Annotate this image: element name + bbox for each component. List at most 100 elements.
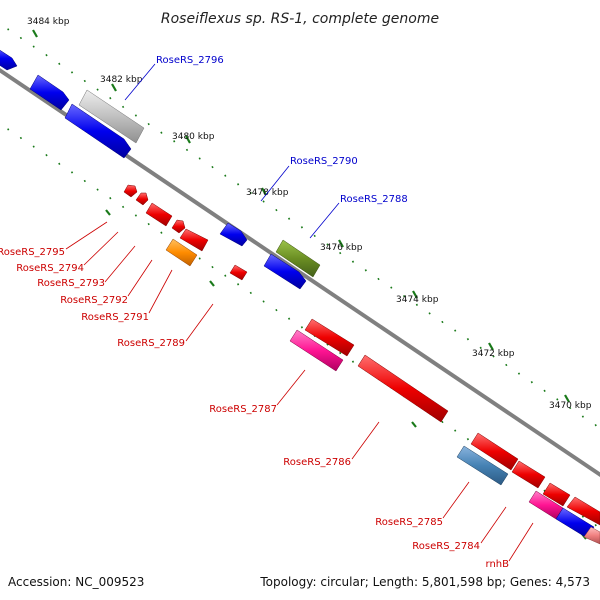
gene-arrow-red[interactable]: [171, 219, 186, 234]
ring-dot: [147, 222, 150, 226]
genes: [0, 47, 600, 545]
tick-3472: 3472 kbp: [472, 342, 515, 359]
gene-arrow[interactable]: [263, 253, 307, 290]
ring-dot: [454, 329, 457, 332]
gene-label[interactable]: RoseRS_2784: [412, 541, 480, 552]
gene-arrow-red[interactable]: [135, 192, 149, 206]
gene-label[interactable]: RoseRS_2795: [0, 247, 65, 258]
ring-dot: [441, 420, 444, 424]
ring-dot: [351, 260, 355, 263]
ring-dot: [287, 217, 291, 220]
ring-dot: [390, 286, 393, 289]
accession-text: Accession: NC_009523: [8, 575, 144, 589]
tick-3480: 3480 kbp: [172, 132, 215, 144]
ring-dot: [275, 208, 278, 212]
gene-arrow-grey[interactable]: [78, 89, 145, 144]
gene-label[interactable]: RoseRS_2791: [81, 312, 149, 323]
gene-arrow-red[interactable]: [145, 202, 173, 227]
ring-dot: [147, 122, 150, 126]
ring-dot: [505, 363, 508, 367]
gene-arrow-salmon[interactable]: [583, 526, 600, 545]
ring-dot: [109, 97, 112, 100]
tick-3476: 3476 kbp: [320, 239, 363, 253]
ring-dot: [109, 197, 112, 200]
gene-arrow-red[interactable]: [566, 496, 600, 526]
ring-dot: [428, 312, 431, 315]
gene-label[interactable]: RoseRS_2790: [290, 156, 358, 167]
gene-arrow-red[interactable]: [229, 264, 248, 281]
ring-dot: [402, 295, 406, 298]
ring-dot: [543, 389, 546, 392]
ring-dot: [339, 251, 342, 255]
tick-label: 3476 kbp: [320, 243, 363, 253]
ring-dot: [339, 351, 342, 355]
gene-arrow-orange[interactable]: [165, 238, 198, 267]
ring-dot: [262, 200, 265, 203]
gene-arrow-steel[interactable]: [456, 445, 509, 486]
ring-dot: [594, 524, 597, 527]
ring-dot: [581, 515, 585, 518]
ring-dot: [466, 338, 470, 341]
gene-label[interactable]: RoseRS_2786: [283, 457, 351, 468]
callout-lines: [65, 63, 534, 562]
gene-arrow-olive[interactable]: [275, 239, 321, 278]
tick-label: 3484 kbp: [27, 17, 70, 27]
tick-3474: 3474 kbp: [396, 290, 439, 305]
tick-3482: 3482 kbp: [100, 75, 143, 92]
ring-dot: [224, 174, 227, 177]
ring-dot: [211, 265, 214, 269]
gene-arrow[interactable]: [219, 222, 248, 247]
gene-arrow[interactable]: [29, 74, 70, 111]
map-title: Roseiflexus sp. RS-1, complete genome: [161, 11, 439, 27]
gene-label[interactable]: RoseRS_2794: [16, 263, 84, 274]
gene-arrow[interactable]: [64, 103, 132, 159]
gene-label[interactable]: RoseRS_2792: [60, 295, 128, 306]
gene-arrow-red[interactable]: [470, 432, 519, 471]
ring-dot: [70, 171, 74, 174]
gene-arrow-red[interactable]: [357, 354, 449, 423]
ring-dot: [58, 162, 61, 165]
ring-dot: [185, 148, 189, 152]
ring-dot: [83, 179, 86, 183]
ring-dot: [492, 355, 495, 358]
ring-dot: [249, 191, 252, 195]
ring-dot: [198, 157, 201, 160]
gene-label[interactable]: RoseRS_2793: [37, 278, 105, 289]
gene-label[interactable]: RoseRS_2789: [117, 338, 185, 349]
gene-label[interactable]: RoseRS_2787: [209, 404, 277, 415]
gene-arrow-red[interactable]: [542, 482, 571, 507]
tick-label: 3474 kbp: [396, 295, 439, 305]
ring-dot: [377, 277, 380, 281]
ring-dot: [121, 105, 125, 109]
gene-arrow-pink[interactable]: [289, 329, 344, 372]
gene-arrow[interactable]: [0, 47, 18, 71]
ring-dot: [32, 145, 35, 148]
ring-dot: [300, 226, 304, 229]
gene-arrow-red[interactable]: [179, 228, 209, 252]
ring-dot: [160, 231, 163, 234]
tick-label: 3470 kbp: [549, 401, 592, 411]
ring-dot: [415, 303, 419, 306]
gene-label[interactable]: rnhB: [486, 559, 510, 570]
gene-arrow-red[interactable]: [511, 460, 546, 489]
ring-dot: [7, 28, 10, 31]
ring-dot: [236, 283, 240, 286]
gene-labels: RoseRS_2796 RoseRS_2790 RoseRS_2788 Rose…: [0, 55, 509, 570]
ring-dot: [594, 424, 597, 427]
ring-dot: [211, 165, 214, 169]
ring-dot: [7, 128, 10, 131]
tick-3484: 3484 kbp: [27, 17, 70, 38]
ring-dot: [58, 62, 61, 65]
ring-dot: [96, 88, 99, 91]
gene-label[interactable]: RoseRS_2788: [340, 194, 408, 205]
ring-dot: [364, 269, 367, 272]
ring-dot: [351, 360, 355, 363]
gene-arrow-red[interactable]: [123, 184, 138, 198]
gene-label[interactable]: RoseRS_2796: [156, 55, 224, 66]
gene-label[interactable]: RoseRS_2785: [375, 517, 443, 528]
ring-dot: [287, 317, 291, 320]
gene-arrow-red[interactable]: [304, 318, 355, 357]
ring-dot: [556, 398, 559, 401]
ring-dot: [224, 274, 227, 277]
